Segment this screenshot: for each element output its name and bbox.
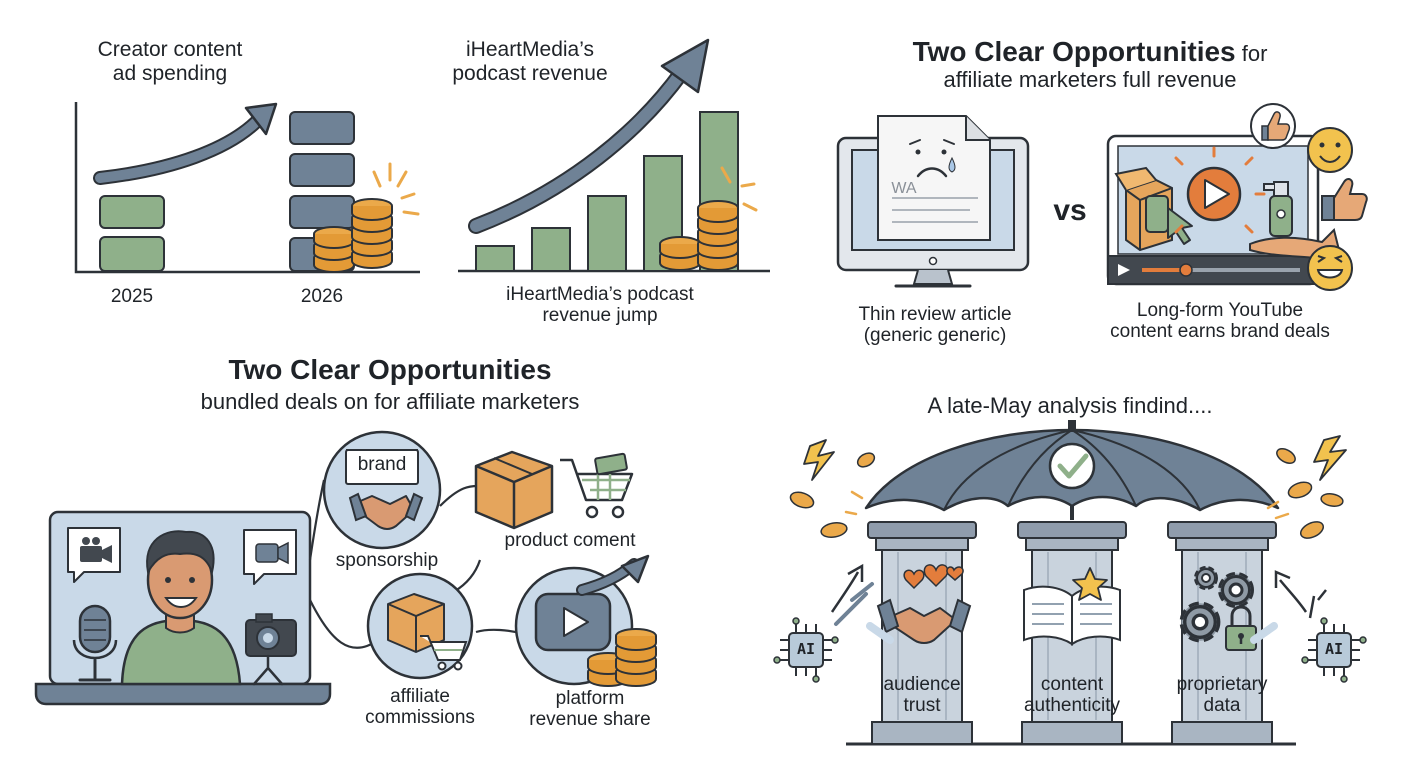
check-icon <box>1048 442 1096 490</box>
bar-2025-bottom <box>99 236 165 272</box>
thin-article-caption: Thin review article(generic generic) <box>858 304 1012 347</box>
creator-laptop <box>34 510 332 706</box>
gear-icon <box>1179 601 1221 643</box>
youtube-monitor <box>1106 103 1368 291</box>
pillar-proprietary-data <box>1167 521 1277 745</box>
laugh-icon <box>1307 245 1353 291</box>
thin-article-monitor <box>836 115 1030 288</box>
box-icon <box>474 450 554 530</box>
tripod-camera-icon <box>245 613 297 686</box>
play-icon <box>1174 146 1266 234</box>
floating-coin-icons <box>789 448 1344 539</box>
gear-icon <box>1218 572 1254 608</box>
bar-2026-block <box>289 111 355 145</box>
affiliate-node <box>366 572 474 680</box>
thumbs-up-hand-icon <box>1321 178 1368 221</box>
star-icon <box>1072 567 1108 601</box>
revenue-bar <box>475 245 515 272</box>
bar-2026-block <box>289 153 355 187</box>
book-icon <box>1023 585 1121 646</box>
sponsorship-label: sponsorship <box>335 550 439 571</box>
ad-spending-chart <box>74 102 420 274</box>
ai-chip-label-right: AI <box>1324 640 1344 658</box>
lightning-icon <box>803 439 835 481</box>
heart-icon <box>946 566 964 581</box>
umbrella-icon <box>864 420 1280 520</box>
sparkle-lines <box>372 162 420 216</box>
smile-icon <box>1307 127 1353 173</box>
heart-icon <box>903 569 925 590</box>
vs-label: vs <box>1053 194 1087 227</box>
handshake-icon <box>876 598 972 644</box>
microphone-icon <box>72 604 118 682</box>
brand-label: brand <box>357 454 407 475</box>
podcast-revenue-chart <box>458 38 770 273</box>
bar-2026-block <box>289 195 355 229</box>
platform-node <box>514 554 657 687</box>
analysis-heading: A late-May analysis findind.... <box>927 393 1213 418</box>
ai-chip-label-left: AI <box>796 640 816 658</box>
play-control-icon <box>1118 264 1130 276</box>
revenue-bar <box>531 227 571 272</box>
sad-face-icon <box>909 139 956 178</box>
revenue-bar <box>587 195 627 272</box>
growth-arrow-icon <box>93 111 267 185</box>
thumbs-up-icon <box>1250 103 1296 149</box>
sponsorship-node <box>322 430 442 550</box>
opportunities-subheading-top: affiliate marketers full revenue <box>943 67 1237 92</box>
year-2026-label: 2026 <box>300 286 344 307</box>
opportunities-heading-top: Two Clear Opportunities for <box>912 36 1268 67</box>
spray-bottle-icon <box>1263 181 1293 237</box>
gear-icon <box>1194 566 1218 590</box>
play-icon <box>563 607 589 637</box>
lightning-icon <box>1313 435 1347 481</box>
pillar-audience-trust <box>867 521 977 745</box>
year-2025-label: 2025 <box>110 286 154 307</box>
article-placeholder-text: WA <box>891 180 917 197</box>
person-avatar <box>120 530 242 686</box>
opportunities-subheading-bottom: bundled deals on for affiliate marketers <box>200 389 580 414</box>
cart-icon <box>560 452 634 519</box>
video-call-bubble-icon <box>67 527 121 583</box>
handshake-icon <box>348 492 424 530</box>
product-content-label: product coment <box>504 530 636 551</box>
bar-2025-top <box>99 195 165 229</box>
cart-icon <box>420 635 468 661</box>
opportunities-heading-bottom: Two Clear Opportunities <box>228 354 552 385</box>
pillar-content-authenticity <box>1017 521 1127 745</box>
camera-bubble-icon <box>243 529 297 585</box>
